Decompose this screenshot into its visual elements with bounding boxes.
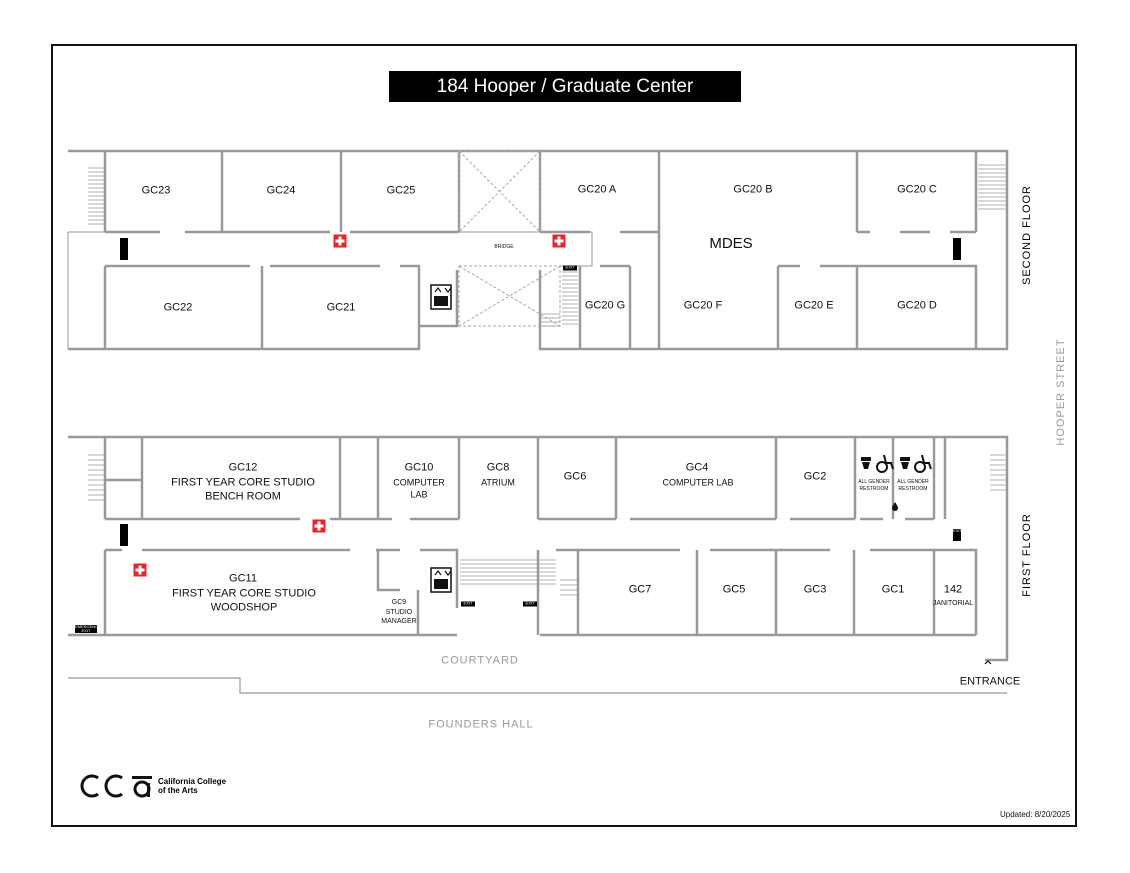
logo-text: California College of the Arts	[158, 776, 227, 795]
room-gc5: GC5	[722, 583, 746, 596]
room-gc9-code: GC9	[391, 598, 407, 606]
emergency-exit-sign	[120, 524, 128, 546]
entrance-label: ENTRANCE	[959, 675, 1021, 688]
room-gc8-code: GC8	[486, 461, 510, 474]
bridge-label: BRIDGE	[494, 244, 514, 250]
room-gc3: GC3	[803, 583, 827, 596]
first-aid-icon	[333, 234, 347, 248]
room-gc4-name: COMPUTER LAB	[662, 477, 734, 488]
restroom-label: RESTROOM	[859, 486, 889, 492]
room-gc20b: GC20 B	[733, 183, 773, 196]
room-gc12-name: FIRST YEAR CORE STUDIO	[171, 476, 315, 489]
emergency-exit-sign	[953, 238, 961, 260]
room-142-name: JANITORIAL	[932, 599, 974, 607]
room-gc20a: GC20 A	[577, 183, 617, 196]
room-gc21: GC21	[326, 301, 356, 314]
toilet-icon	[861, 457, 910, 469]
accessible-icon	[876, 454, 932, 473]
exit-sign: EXIT	[461, 601, 475, 607]
room-gc22: GC22	[163, 301, 193, 314]
room-gc8-name: ATRIUM	[481, 477, 515, 488]
room-gc12-name: BENCH ROOM	[205, 490, 281, 503]
first-aid-icon	[552, 234, 566, 248]
room-gc10-code: GC10	[404, 461, 434, 474]
room-gc20c: GC20 C	[897, 183, 937, 196]
room-gc1: GC1	[881, 583, 905, 596]
hooper-street-label: HOOPER STREET	[1055, 338, 1067, 446]
room-gc12-code: GC12	[228, 461, 258, 474]
exit-sign: EXIT	[523, 601, 537, 607]
restroom-label: ALL GENDER	[897, 479, 929, 485]
cca-logo: California College of the Arts	[80, 772, 226, 800]
map-frame	[51, 44, 1077, 827]
stairs-icon	[88, 164, 1007, 596]
room-gc4-code: GC4	[685, 461, 709, 474]
second-floor-label: SECOND FLOOR	[1021, 184, 1033, 286]
restroom-label: RESTROOM	[898, 486, 928, 492]
emergency-exit-sign: EMERGENCY EXIT	[75, 624, 101, 634]
room-gc2: GC2	[803, 470, 827, 483]
courtyard-label: COURTYARD	[441, 654, 519, 667]
emergency-exit-sign	[120, 238, 128, 260]
room-142-code: 142	[943, 583, 963, 596]
entrance-arrow-icon	[984, 660, 992, 665]
room-gc7: GC7	[628, 583, 652, 596]
room-gc11-code: GC11	[229, 572, 257, 585]
room-gc10-name: LAB	[410, 489, 428, 500]
room-gc11-name: FIRST YEAR CORE STUDIO	[172, 587, 316, 600]
room-gc20e: GC20 E	[794, 299, 834, 312]
exit-sign: EXIT	[953, 528, 962, 541]
first-aid-icon	[312, 519, 326, 533]
room-gc9-name: MANAGER	[381, 617, 417, 625]
mdes-label: MDES	[709, 235, 753, 252]
restroom-label: ALL GENDER	[858, 479, 890, 485]
room-gc23: GC23	[141, 184, 171, 197]
founders-hall-label: FOUNDERS HALL	[428, 718, 534, 731]
first-aid-icon	[133, 563, 147, 577]
room-gc6: GC6	[563, 470, 587, 483]
water-fountain-icon	[892, 502, 898, 511]
elevator-icon	[430, 284, 452, 593]
room-gc9-name: STUDIO	[385, 608, 413, 616]
cca-logo-mark	[80, 774, 152, 798]
map-title: 184 Hooper / Graduate Center	[389, 71, 741, 102]
room-gc25: GC25	[386, 184, 416, 197]
room-gc24: GC24	[266, 184, 296, 197]
room-gc20g: GC20 G	[584, 299, 626, 312]
room-gc20d: GC20 D	[897, 299, 937, 312]
first-floor-label: FIRST FLOOR	[1021, 513, 1033, 597]
updated-date: Updated: 8/20/2025	[1000, 810, 1071, 819]
room-gc20f: GC20 F	[683, 299, 723, 312]
exit-sign: EXIT	[563, 265, 577, 271]
room-gc11-name: WOODSHOP	[210, 601, 278, 614]
room-gc10-name: COMPUTER	[393, 477, 445, 488]
